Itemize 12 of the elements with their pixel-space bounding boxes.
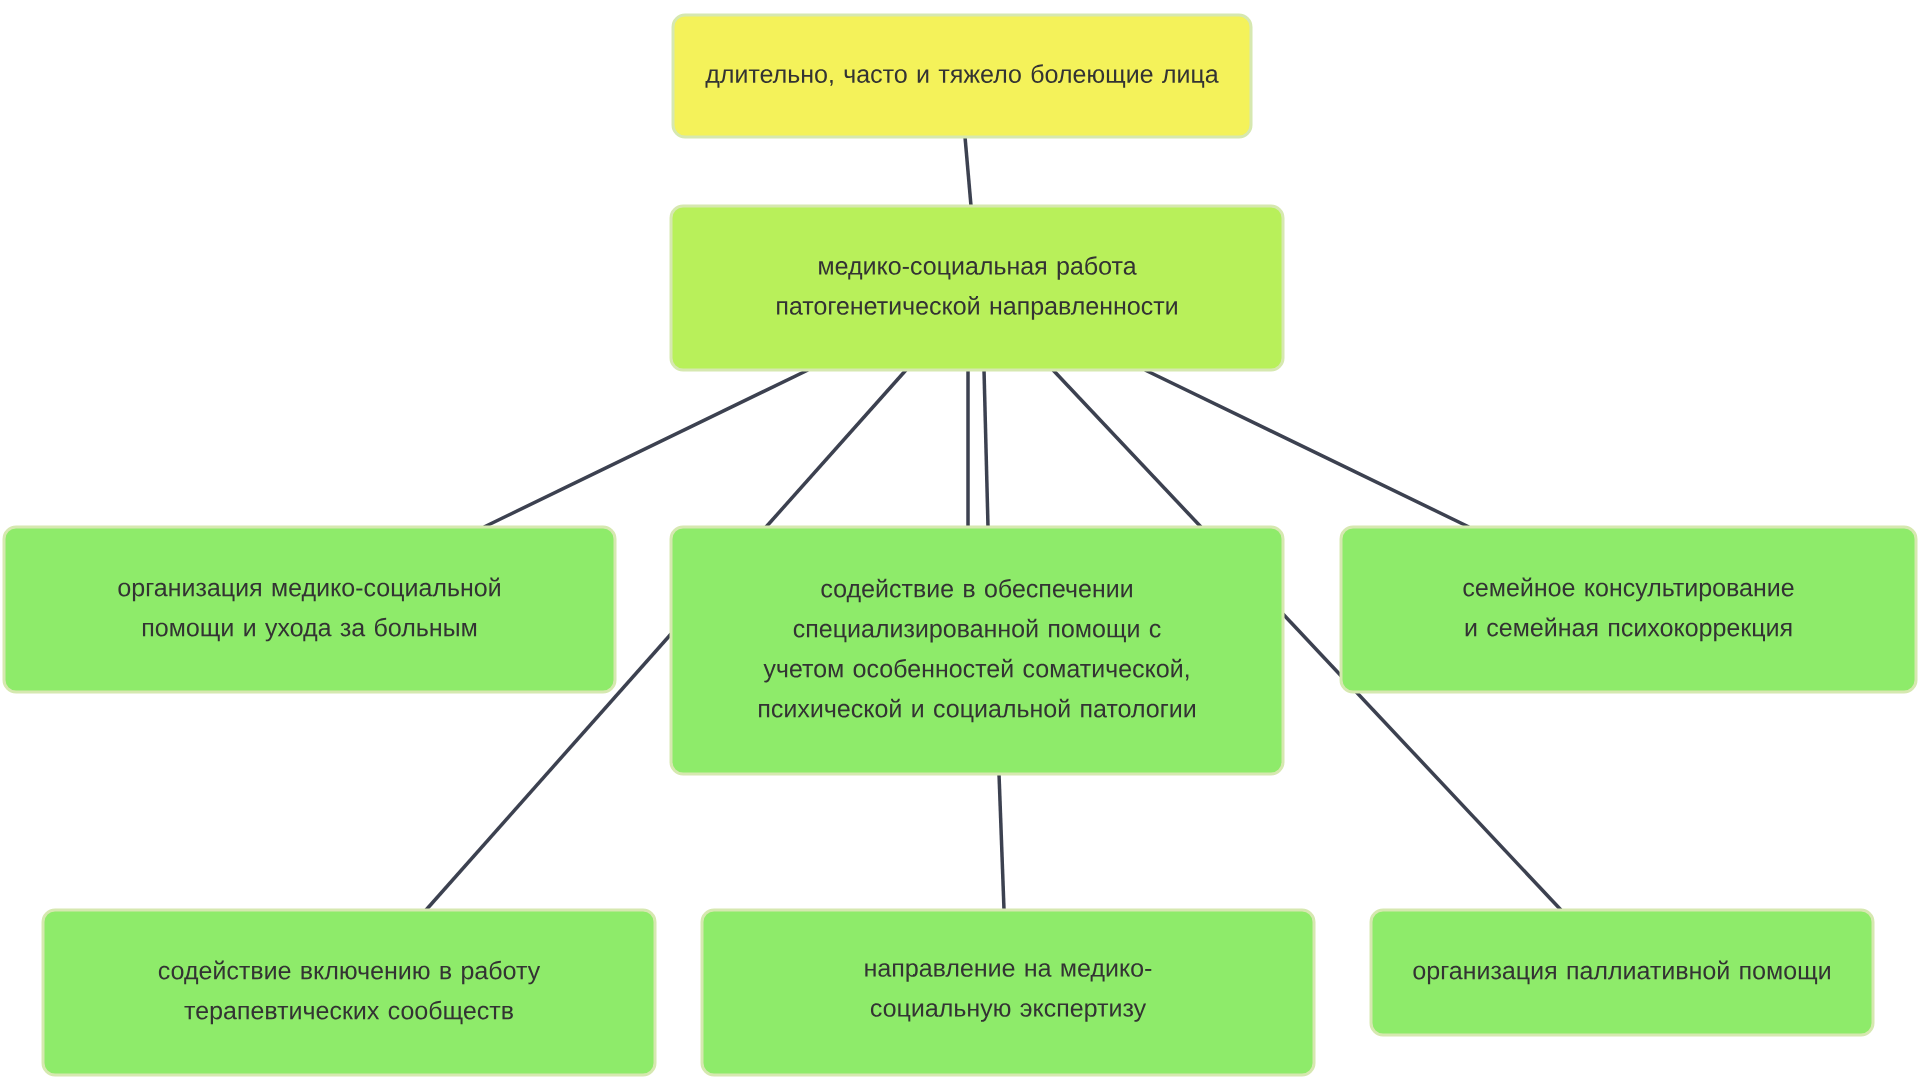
connector-line xyxy=(997,773,1006,911)
process-box: содействие в обеспечении специализированной помощи с учетом особенностей соматической, психической и социальной патологии xyxy=(669,525,1285,776)
process-box: организация медико-социальной помощи и ухода за больным xyxy=(2,525,617,694)
process-box: медико-социальная работа патогенетической направленности xyxy=(669,204,1285,372)
connector-line xyxy=(982,369,990,528)
connector-line xyxy=(966,370,970,527)
process-box: организация паллиативной помощи xyxy=(1369,908,1875,1037)
connector-line xyxy=(963,136,973,207)
process-box: семейное консультирование и семейная психокоррекция xyxy=(1339,525,1918,694)
process-box: содействие включению в работу терапевтических сообществ xyxy=(41,908,657,1077)
process-box: длительно, часто и тяжело болеющие лица xyxy=(671,13,1253,139)
process-box: направление на медико-социальную экспертизу xyxy=(700,908,1316,1077)
